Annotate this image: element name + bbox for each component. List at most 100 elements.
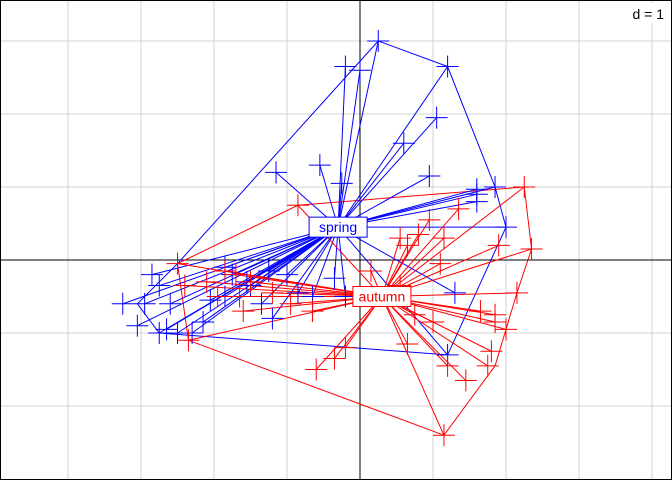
scale-label-box: d = 1 [622, 3, 668, 23]
autumn-spoke [381, 296, 467, 381]
autumn-point [396, 332, 419, 355]
spring-spoke [151, 226, 339, 276]
spring-point [349, 59, 371, 82]
autumn-label: autumn [352, 286, 412, 307]
spring-spoke [337, 70, 361, 228]
spring-spoke [337, 226, 456, 294]
autumn-point [484, 311, 507, 334]
autumn-point [447, 197, 470, 220]
autumn-spoke [381, 296, 489, 367]
autumn-spoke [381, 219, 430, 297]
autumn-point [505, 281, 528, 304]
spring-point [192, 311, 215, 334]
spring-point [323, 267, 346, 290]
spring-point [367, 30, 390, 52]
autumn-point [195, 270, 218, 293]
autumn-point [305, 358, 328, 381]
spring-spoke [337, 142, 405, 228]
autumn-hull [176, 186, 533, 436]
spring-spoke [297, 226, 339, 294]
spring-spoke [144, 226, 339, 305]
spring-spoke [122, 226, 339, 305]
autumn-point [261, 281, 284, 304]
spring-spoke [191, 226, 339, 334]
autumn-point [396, 234, 419, 257]
spring-point [140, 263, 163, 286]
spring-spoke [337, 117, 438, 228]
spring-point [155, 318, 178, 341]
autumn-point [228, 285, 251, 308]
autumn-spoke [381, 296, 445, 436]
spring-point [126, 314, 149, 337]
spring-spoke [261, 226, 339, 305]
spring-spoke [337, 66, 449, 228]
autumn-point [429, 252, 452, 275]
autumn-spoke [381, 208, 459, 297]
autumn-spoke [381, 186, 525, 297]
autumn-point [279, 292, 302, 315]
autumn-point [432, 227, 455, 250]
spring-spoke [337, 227, 346, 297]
autumn-point [177, 329, 200, 352]
autumn-point [334, 336, 357, 359]
autumn-point [359, 259, 382, 282]
autumn-label-box [352, 286, 412, 307]
autumn-point [173, 274, 196, 297]
data-points [111, 30, 543, 447]
spring-point [392, 132, 415, 155]
autumn-point [301, 300, 324, 323]
autumn-point [239, 270, 262, 293]
autumn-point [323, 347, 346, 370]
spring-point [276, 263, 298, 286]
autumn-label-text: autumn [359, 289, 406, 305]
autumn-point [480, 340, 503, 363]
spring-point [257, 259, 280, 282]
autumn-point [232, 300, 255, 323]
spring-point [265, 161, 288, 184]
autumn-point [422, 311, 444, 334]
spring-point [250, 292, 273, 315]
spring-point [495, 216, 517, 239]
spring-spoke [337, 66, 346, 228]
spring-point [330, 172, 353, 195]
spring-point [425, 106, 448, 129]
group-labels: spring autumn [308, 216, 412, 307]
autumn-point [224, 263, 247, 286]
autumn-spoke [188, 296, 383, 341]
spring-spoke [271, 226, 339, 319]
spring-point [443, 281, 466, 304]
autumn-point [286, 194, 309, 217]
autumn-spoke [381, 296, 448, 367]
spring-point [111, 292, 134, 315]
autumn-point [418, 208, 441, 231]
autumn-point [476, 354, 499, 377]
spring-spoke [166, 226, 339, 330]
spring-point [308, 154, 331, 177]
autumn-point [407, 223, 430, 246]
autumn-point [487, 234, 510, 257]
spring-point [133, 292, 156, 315]
spring-label-box [308, 216, 368, 238]
autumn-point [436, 354, 459, 377]
autumn-point [454, 369, 477, 392]
autumn-point [513, 176, 536, 198]
autumn-point [432, 424, 455, 447]
spring-point [418, 165, 441, 188]
autumn-point [469, 300, 492, 323]
autumn-spoke [315, 296, 383, 370]
spring-label: spring [308, 216, 368, 238]
spring-spoke [137, 226, 339, 327]
autumn-point [206, 285, 229, 308]
spring-point [465, 190, 488, 213]
spring-point [436, 55, 459, 78]
autumn-point [403, 303, 426, 326]
spring-point [261, 307, 284, 330]
autumn-point [166, 252, 189, 275]
scale-label: d = 1 [632, 6, 664, 22]
autumn-point [520, 238, 543, 261]
spring-spoke [337, 40, 379, 228]
spring-point [159, 292, 182, 315]
spring-label-text: spring [319, 219, 357, 235]
